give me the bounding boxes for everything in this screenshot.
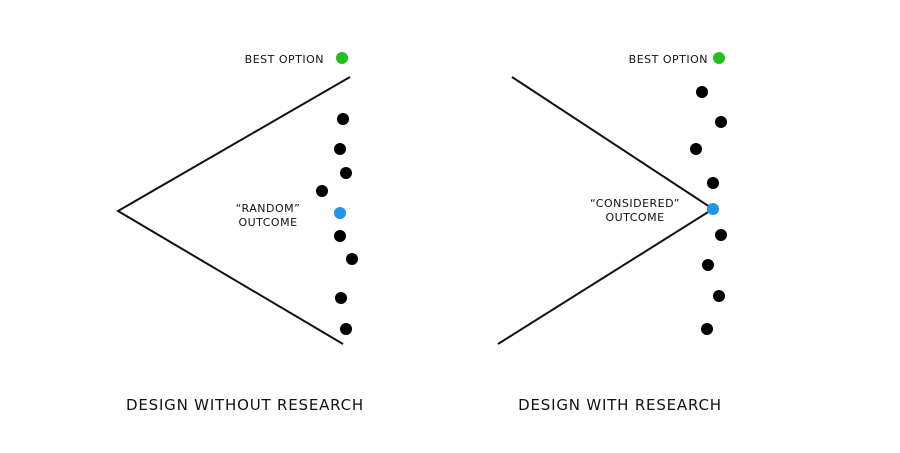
option-dot <box>696 86 708 98</box>
random-outcome-dot <box>334 207 346 219</box>
option-dot <box>334 230 346 242</box>
best-option-label-right: BEST OPTION <box>629 53 708 66</box>
considered-outcome-label-line2: OUTCOME <box>605 211 664 224</box>
caption-without-research: DESIGN WITHOUT RESEARCH <box>126 396 364 414</box>
random-outcome-label-line1: “RANDOM” <box>236 202 301 215</box>
option-dot <box>340 323 352 335</box>
best-option-dot-left <box>336 52 348 64</box>
caption-with-research: DESIGN WITH RESEARCH <box>518 396 722 414</box>
option-dot <box>340 167 352 179</box>
option-dot <box>316 185 328 197</box>
option-dot <box>346 253 358 265</box>
option-dot <box>690 143 702 155</box>
option-dot <box>715 229 727 241</box>
option-dot <box>715 116 727 128</box>
option-dot <box>701 323 713 335</box>
option-dot <box>334 143 346 155</box>
diverging-cone-left <box>116 76 351 345</box>
option-dot <box>335 292 347 304</box>
option-dot <box>713 290 725 302</box>
considered-outcome-dot <box>707 203 719 215</box>
random-outcome-label-line2: OUTCOME <box>238 216 297 229</box>
best-option-label-left: BEST OPTION <box>245 53 324 66</box>
panel-without-research: BEST OPTION “RANDOM” OUTCOME DESIGN WITH… <box>116 52 364 414</box>
panel-with-research: BEST OPTION “CONSIDERED” OUTCOME DESIGN … <box>497 52 727 414</box>
best-option-dot-right <box>713 52 725 64</box>
option-dot <box>707 177 719 189</box>
option-dot <box>702 259 714 271</box>
option-dot <box>337 113 349 125</box>
considered-outcome-label-line1: “CONSIDERED” <box>590 197 680 210</box>
